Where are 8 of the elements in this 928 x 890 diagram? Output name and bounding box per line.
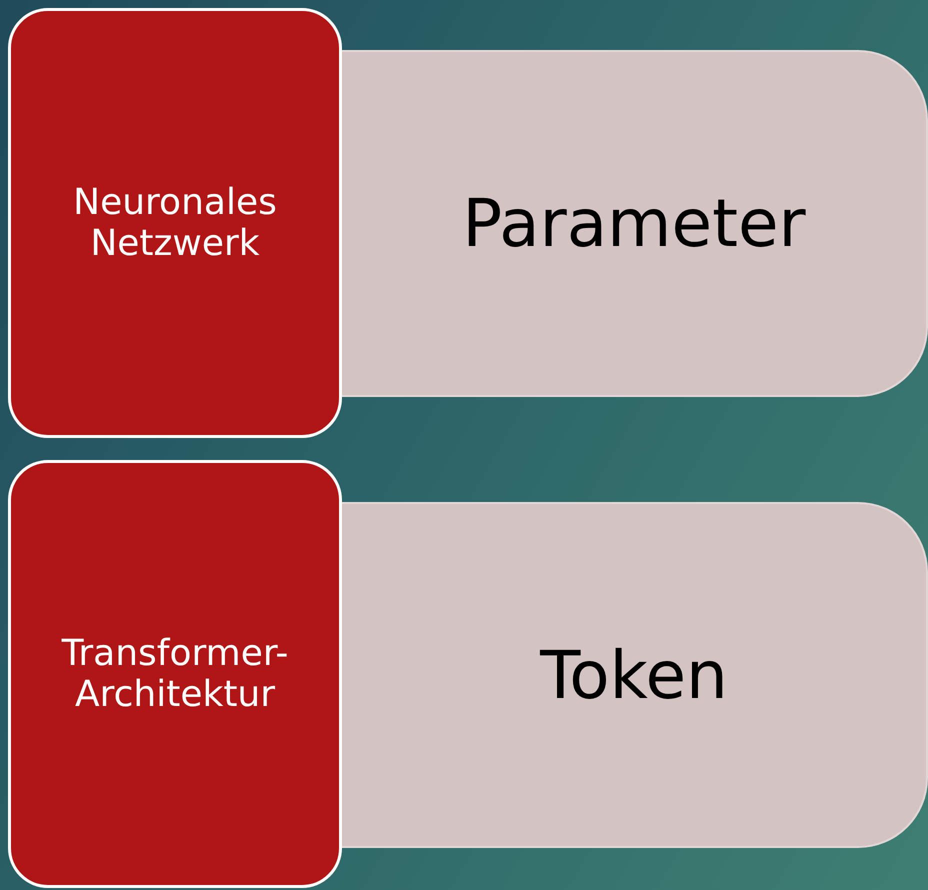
card-label: Transformer-Architektur [60, 632, 290, 716]
panel-label: Token [540, 636, 728, 714]
panel-label: Parameter [462, 185, 806, 262]
text-panel [342, 50, 928, 397]
label-card [8, 460, 342, 888]
text-panel [342, 502, 928, 848]
label-card [8, 8, 342, 438]
card-label: Neuronales Netzwerk [72, 182, 278, 264]
